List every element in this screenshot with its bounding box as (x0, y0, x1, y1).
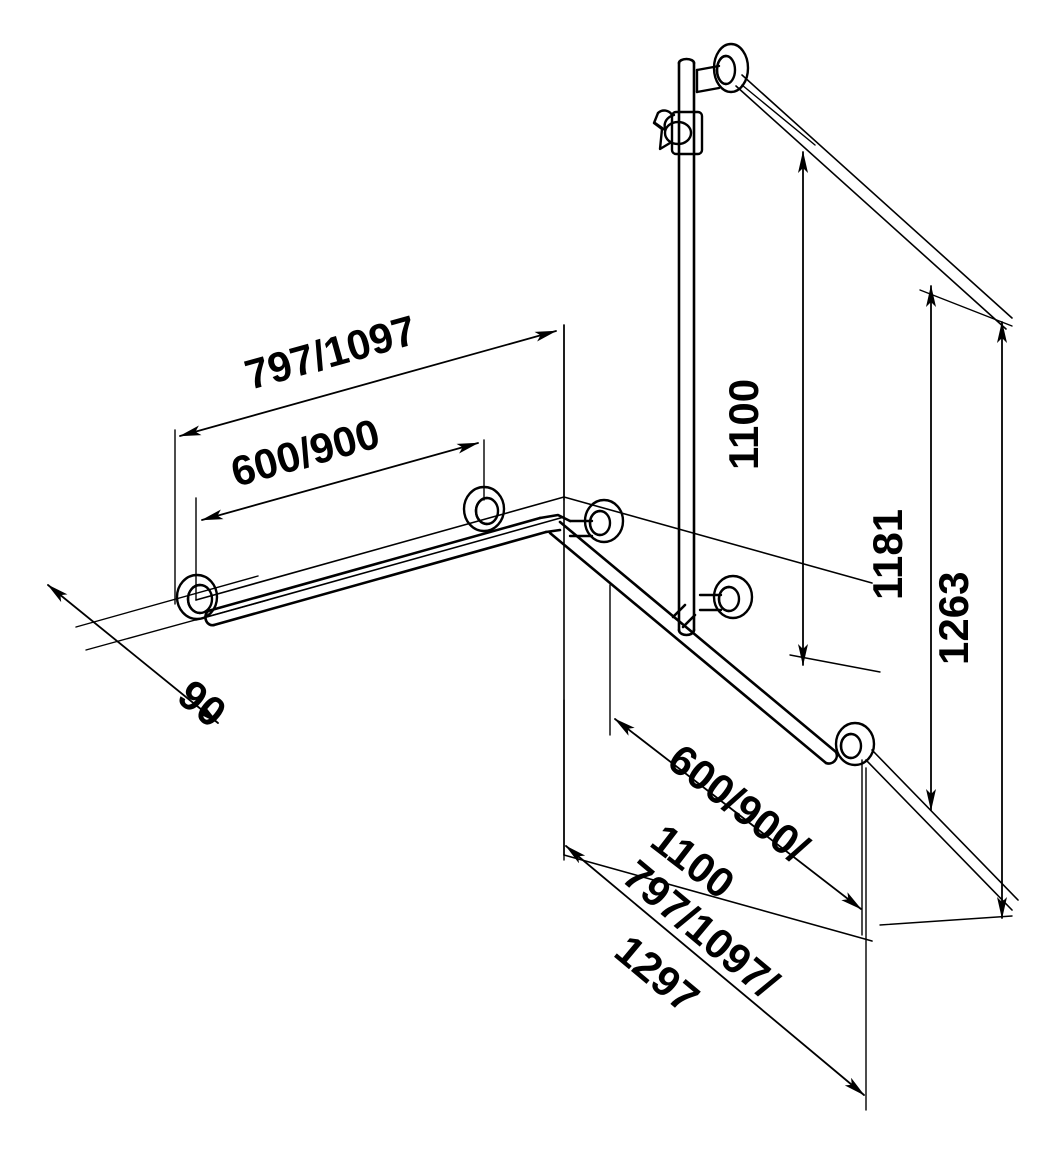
dimline-90 (47, 584, 219, 724)
dimension-90: 90 (169, 670, 235, 736)
dimension-1263-vertical: 1263 (930, 572, 977, 665)
top-wall-flange (695, 42, 750, 94)
right-wall-edges (735, 74, 1019, 911)
dimline-600-900-left (201, 442, 479, 521)
dimension-1181-vertical: 1181 (864, 509, 911, 600)
dimline-797-1097-left (179, 330, 557, 437)
dimension-600-900-left: 600/900 (226, 410, 385, 496)
mid-wall-flange (698, 574, 754, 620)
vertical-shower-rail (677, 57, 696, 637)
dimension-797-1097-left: 797/1097 (240, 306, 421, 398)
dimline-797-1097-1297-diagonal (565, 845, 865, 1096)
left-horizontal-grab-bar (204, 513, 572, 627)
inner-corner-wall-flange (568, 498, 625, 544)
dimension-1100-vertical: 1100 (720, 379, 767, 470)
shower-head-holder-clamp (652, 109, 704, 156)
bottom-end-wall-flange (834, 721, 876, 767)
